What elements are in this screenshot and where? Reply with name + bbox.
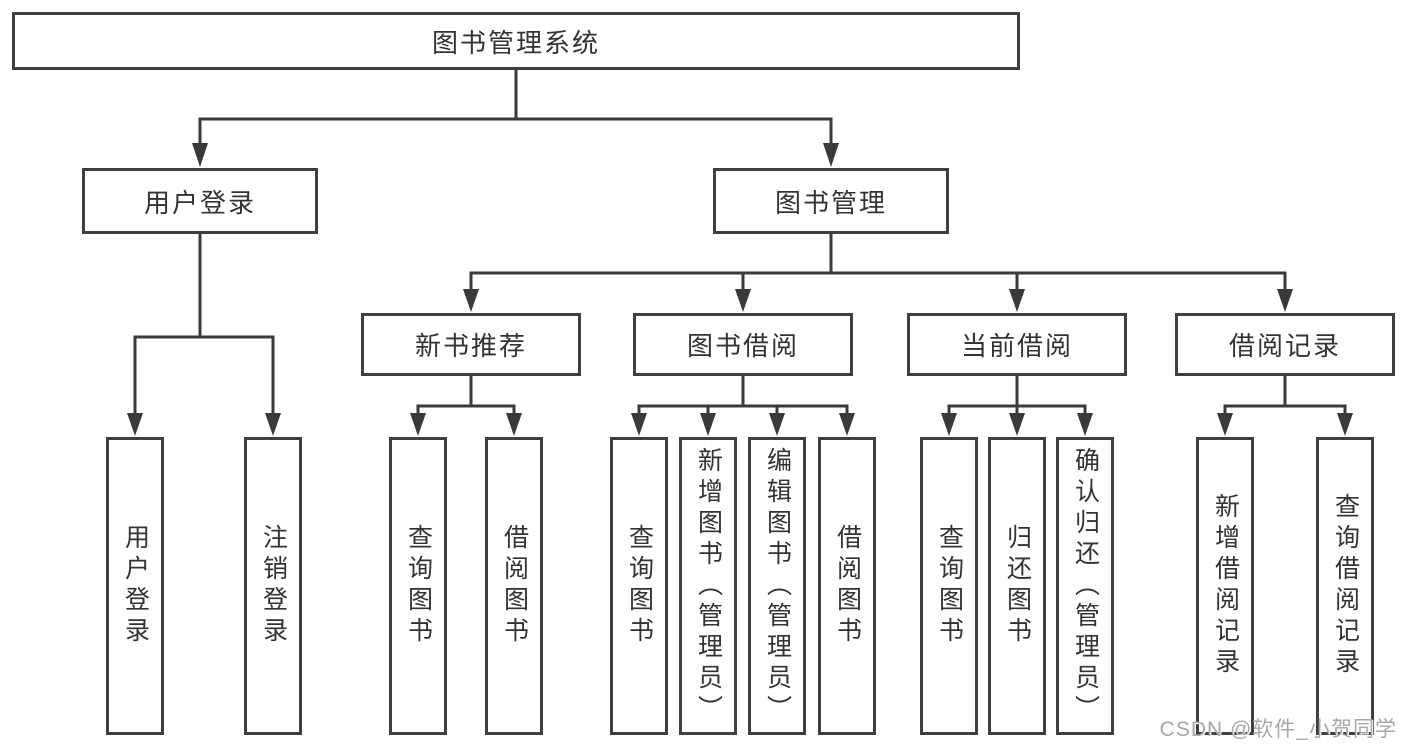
node-book-borrowing: 图书借阅	[633, 313, 853, 376]
node-label: 图书借阅	[686, 331, 799, 361]
node-new-book-recommendation: 新书推荐	[361, 313, 581, 376]
node-user-login-leaf: 用户登录	[106, 437, 164, 735]
node-query-borrow-record: 查询借阅记录	[1316, 437, 1374, 735]
node-user-login-module: 用户登录	[82, 168, 318, 234]
node-label: 归还图书	[1003, 524, 1032, 648]
node-edit-books-admin: 编辑图书（管理员）	[748, 437, 806, 735]
node-borrow-books-newbook: 借阅图书	[485, 437, 543, 735]
node-borrow-books-borrow: 借阅图书	[818, 437, 876, 735]
node-label: 确认归还（管理员）	[1071, 446, 1100, 726]
node-label: 图书管理	[774, 187, 887, 218]
node-query-books-borrow: 查询图书	[610, 437, 668, 735]
node-query-books-newbook: 查询图书	[389, 437, 447, 735]
node-label: 借阅图书	[833, 524, 862, 648]
arrowheads	[127, 143, 1353, 436]
node-label: 查询图书	[404, 524, 433, 648]
node-confirm-return-admin: 确认归还（管理员）	[1056, 437, 1114, 735]
node-label: 图书管理系统	[431, 27, 600, 58]
node-borrowing-records: 借阅记录	[1175, 313, 1395, 376]
node-library-management-system: 图书管理系统	[12, 12, 1020, 70]
node-label: 用户登录	[121, 524, 150, 648]
node-label: 查询借阅记录	[1331, 493, 1360, 679]
node-book-management-module: 图书管理	[713, 168, 949, 234]
node-label: 借阅图书	[500, 524, 529, 648]
node-label: 查询图书	[625, 524, 654, 648]
node-label: 用户登录	[143, 187, 256, 218]
node-current-borrowing: 当前借阅	[907, 313, 1127, 376]
node-label: 编辑图书（管理员）	[763, 446, 792, 726]
node-label: 借阅记录	[1228, 331, 1341, 361]
node-label: 查询图书	[935, 524, 964, 648]
node-label: 新增图书（管理员）	[694, 446, 723, 726]
node-label: 新增借阅记录	[1211, 493, 1240, 679]
node-return-books: 归还图书	[988, 437, 1046, 735]
node-label: 新书推荐	[414, 331, 527, 361]
csdn-watermark: CSDN @软件_小贺同学	[1159, 718, 1397, 741]
node-query-books-current: 查询图书	[920, 437, 978, 735]
node-logout-leaf: 注销登录	[244, 437, 302, 735]
node-add-books-admin: 新增图书（管理员）	[679, 437, 737, 735]
node-label: 当前借阅	[960, 331, 1073, 361]
node-label: 注销登录	[259, 524, 288, 648]
node-add-borrow-record: 新增借阅记录	[1196, 437, 1254, 735]
